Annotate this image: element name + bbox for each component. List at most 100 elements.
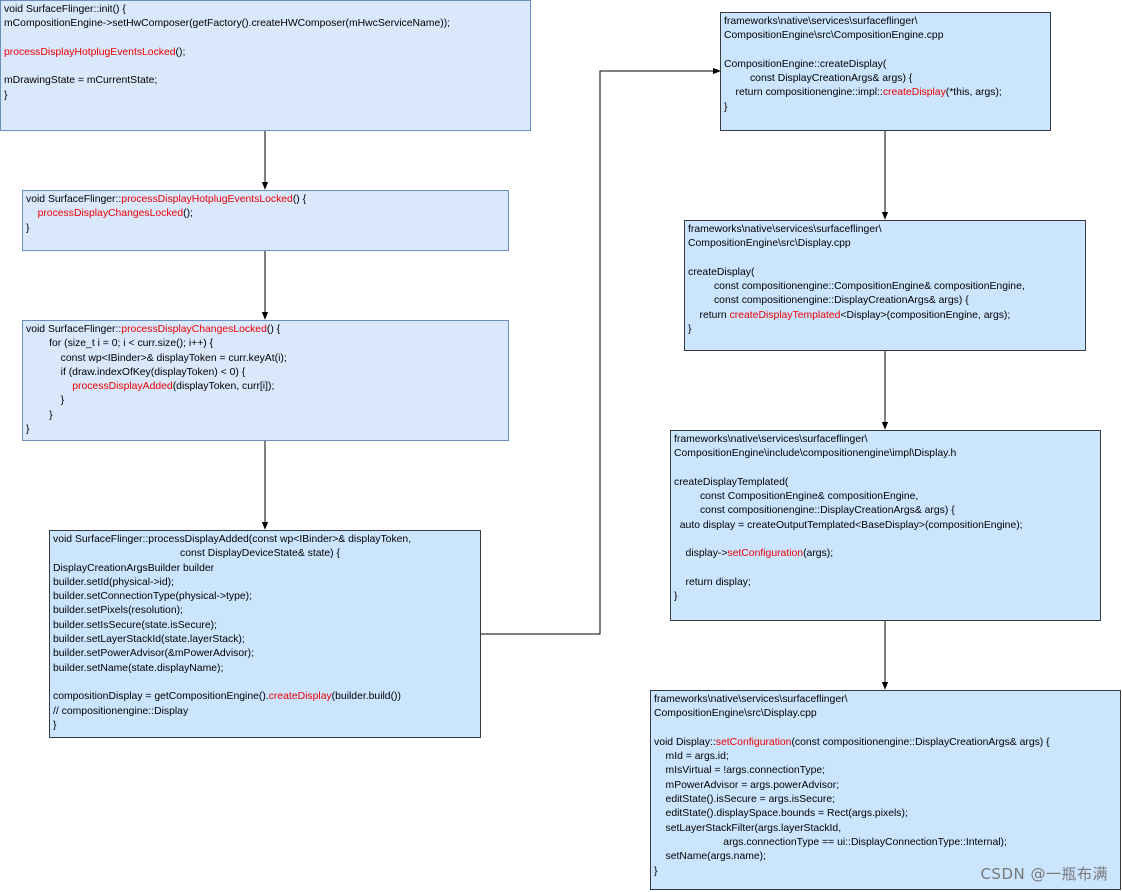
code-line: const CompositionEngine& compositionEngi… xyxy=(674,490,1097,504)
code-text: () { xyxy=(266,324,281,335)
code-line: CompositionEngine\include\compositioneng… xyxy=(674,447,1097,461)
code-line: ​ xyxy=(674,533,1097,547)
code-line: ​ xyxy=(674,462,1097,476)
code-line: return createDisplayTemplated<Display>(c… xyxy=(688,309,1082,323)
arrow-added-to-ce-create xyxy=(481,67,721,635)
code-line: } xyxy=(654,865,1117,879)
code-text: builder.setPixels(resolution); xyxy=(53,605,183,617)
code-text: } xyxy=(724,101,728,113)
code-text: // compositionengine::Display xyxy=(53,705,189,717)
code-text: const DisplayCreationArgs& args) { xyxy=(724,73,913,85)
code-text: builder.setId(physical->id); xyxy=(53,576,174,588)
code-line: ​ xyxy=(53,676,477,690)
code-line: const wp<IBinder>& displayToken = curr.k… xyxy=(26,352,505,366)
code-text: frameworks\native\services\surfaceflinge… xyxy=(674,434,868,445)
code-text: const compositionengine::DisplayCreation… xyxy=(674,505,955,517)
code-text xyxy=(26,381,72,392)
code-line: mId = args.id; xyxy=(654,750,1117,764)
code-line: const compositionengine::CompositionEngi… xyxy=(688,280,1082,294)
code-text: (*this, args); xyxy=(945,87,1002,99)
code-line: } xyxy=(688,323,1082,337)
code-line: // compositionengine::Display xyxy=(53,705,477,719)
highlighted-call: processDisplayChangesLocked xyxy=(121,324,267,335)
code-line: mDrawingState = mCurrentState; xyxy=(4,74,527,88)
code-text: CompositionEngine\include\compositioneng… xyxy=(674,448,957,460)
code-text: void SurfaceFlinger::init() { xyxy=(4,4,126,15)
code-text: builder.setLayerStackId(state.layerStack… xyxy=(53,634,245,646)
code-line: compositionDisplay = getCompositionEngin… xyxy=(53,690,477,704)
code-text xyxy=(26,208,38,219)
code-text: if (draw.indexOfKey(displayToken) < 0) { xyxy=(26,366,246,378)
code-line: mCompositionEngine->setHwComposer(getFac… xyxy=(4,17,527,31)
highlighted-call: setConfiguration xyxy=(715,736,792,748)
init-box: void SurfaceFlinger::init() {mCompositio… xyxy=(0,0,531,131)
code-text: editState().isSecure = args.isSecure; xyxy=(654,794,836,806)
code-line: ​ xyxy=(4,60,527,74)
code-text: setLayerStackFilter(args.layerStackId, xyxy=(654,822,842,834)
code-text: createDisplay( xyxy=(688,266,755,278)
code-text: frameworks\native\services\surfaceflinge… xyxy=(724,16,918,27)
code-text: () { xyxy=(292,194,307,205)
code-line: frameworks\native\services\surfaceflinge… xyxy=(674,433,1097,447)
code-line: void SurfaceFlinger::processDisplayHotpl… xyxy=(26,193,505,207)
code-text: return compositionengine::impl:: xyxy=(724,87,883,99)
highlighted-call: createDisplay xyxy=(268,691,332,703)
code-line: display->setConfiguration(args); xyxy=(674,547,1097,561)
code-line: const DisplayDeviceState& state) { xyxy=(53,547,477,561)
code-text: auto display = createOutputTemplated<Bas… xyxy=(674,519,1023,531)
code-line: } xyxy=(26,394,505,408)
code-line: } xyxy=(674,590,1097,604)
code-text: return display; xyxy=(674,576,751,588)
code-line: ​ xyxy=(688,252,1082,266)
highlighted-call: createDisplayTemplated xyxy=(729,309,841,321)
highlighted-call: processDisplayHotplugEventsLocked xyxy=(121,194,293,205)
code-text: args.connectionType == ui::DisplayConnec… xyxy=(654,836,1007,848)
code-line: setName(args.name); xyxy=(654,850,1117,864)
code-line: CompositionEngine\src\Display.cpp xyxy=(654,707,1117,721)
code-line: args.connectionType == ui::DisplayConnec… xyxy=(654,836,1117,850)
code-line: editState().displaySpace.bounds = Rect(a… xyxy=(654,807,1117,821)
code-text: mCompositionEngine->setHwComposer(getFac… xyxy=(4,18,451,30)
code-line: processDisplayHotplugEventsLocked(); xyxy=(4,46,527,60)
code-text: <Display>(compositionEngine, args); xyxy=(840,309,1011,321)
code-line: processDisplayChangesLocked(); xyxy=(26,207,505,221)
code-text: void SurfaceFlinger::processDisplayAdded… xyxy=(53,534,412,545)
code-text: createDisplayTemplated( xyxy=(674,476,789,488)
code-text: (); xyxy=(183,208,193,220)
code-text: CompositionEngine\src\CompositionEngine.… xyxy=(724,30,944,42)
code-line: frameworks\native\services\surfaceflinge… xyxy=(724,15,1047,29)
code-text: display-> xyxy=(674,548,728,560)
code-line: ​ xyxy=(724,44,1047,58)
highlighted-call: createDisplay xyxy=(882,87,946,99)
code-text: } xyxy=(4,89,8,101)
display-templated-box: frameworks\native\services\surfaceflinge… xyxy=(670,430,1101,621)
code-text: mIsVirtual = !args.connectionType; xyxy=(654,765,826,777)
code-line: } xyxy=(26,423,505,437)
code-text: builder.setIsSecure(state.isSecure); xyxy=(53,619,218,631)
code-line: } xyxy=(26,409,505,423)
code-line: builder.setLayerStackId(state.layerStack… xyxy=(53,633,477,647)
code-text: builder.setName(state.displayName); xyxy=(53,662,224,674)
highlighted-call: processDisplayHotplugEventsLocked xyxy=(4,46,176,58)
code-text: const wp<IBinder>& displayToken = curr.k… xyxy=(26,352,287,364)
code-text: } xyxy=(26,395,65,407)
code-line: CompositionEngine\src\CompositionEngine.… xyxy=(724,29,1047,43)
code-line: for (size_t i = 0; i < curr.size(); i++)… xyxy=(26,337,505,351)
code-text: CompositionEngine::createDisplay( xyxy=(724,58,887,70)
code-text: CompositionEngine\src\Display.cpp xyxy=(688,238,851,250)
code-text: const CompositionEngine& compositionEngi… xyxy=(674,491,919,503)
code-text: void SurfaceFlinger:: xyxy=(26,194,122,205)
code-text: (displayToken, curr[i]); xyxy=(172,381,275,393)
code-text: editState().displaySpace.bounds = Rect(a… xyxy=(654,808,908,820)
code-line: auto display = createOutputTemplated<Bas… xyxy=(674,519,1097,533)
code-line: void SurfaceFlinger::processDisplayAdded… xyxy=(53,533,477,547)
code-text: void SurfaceFlinger:: xyxy=(26,324,122,335)
code-line: DisplayCreationArgsBuilder builder xyxy=(53,562,477,576)
code-text: CompositionEngine\src\Display.cpp xyxy=(654,708,817,720)
display-added-box: void SurfaceFlinger::processDisplayAdded… xyxy=(49,530,481,738)
code-line: } xyxy=(4,89,527,103)
code-line: builder.setId(physical->id); xyxy=(53,576,477,590)
code-line: ​ xyxy=(654,722,1117,736)
code-text: frameworks\native\services\surfaceflinge… xyxy=(654,694,848,705)
code-line: } xyxy=(26,222,505,236)
